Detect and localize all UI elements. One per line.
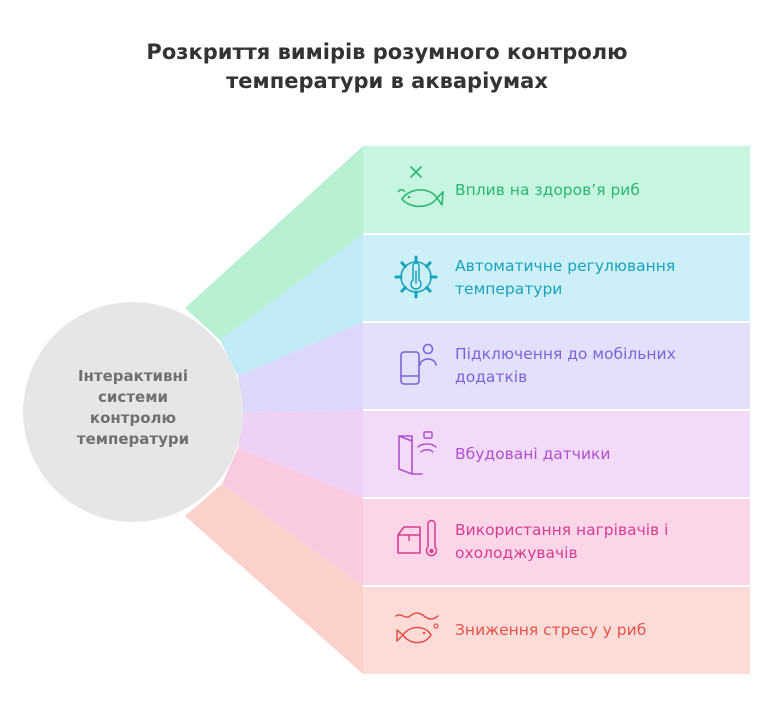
item-label: Вбудовані датчики bbox=[455, 443, 745, 466]
item-label-line: Використання нагрівачів і bbox=[455, 521, 669, 539]
connector-fan bbox=[185, 146, 363, 340]
title-line-1: Розкриття вимірів розумного контролю bbox=[146, 40, 628, 64]
hub-label-line-2: системи bbox=[98, 388, 168, 406]
item-label: Автоматичне регулювання температури bbox=[455, 255, 745, 301]
item-label: Підключення до мобільних додатків bbox=[455, 343, 745, 389]
connector-fans bbox=[185, 146, 363, 674]
item-label-line: Зниження стресу у риб bbox=[455, 620, 647, 639]
item-label: Зниження стресу у риб bbox=[455, 619, 745, 642]
connector-fan bbox=[222, 448, 363, 586]
item-label-line: Вбудовані датчики bbox=[455, 444, 611, 463]
item-label: Вплив на здоров’я риб bbox=[455, 179, 745, 202]
box-thermometer-icon bbox=[397, 519, 438, 557]
hub-label-line-3: контролю bbox=[89, 409, 177, 427]
item-band bbox=[363, 234, 750, 322]
phone-user-icon bbox=[400, 343, 437, 385]
item-label: Використання нагрівачів і охолоджувачів bbox=[455, 519, 745, 565]
item-label-line: температури bbox=[455, 280, 563, 298]
hub-label: Інтерактивні системи контролю температур… bbox=[38, 366, 228, 450]
item-label-line: охолоджувачів bbox=[455, 544, 578, 562]
connector-fan bbox=[238, 322, 363, 412]
item-bands bbox=[363, 146, 750, 674]
hub-circle bbox=[23, 302, 243, 522]
connector-fan bbox=[238, 410, 363, 498]
connector-fan bbox=[220, 234, 363, 376]
hub-label-line-4: температури bbox=[76, 430, 190, 448]
item-label-line: Вплив на здоров’я риб bbox=[455, 180, 640, 199]
fish-cross-icon bbox=[397, 166, 444, 208]
title-line-2: температури в акваріумах bbox=[226, 69, 548, 93]
hub-label-line-1: Інтерактивні bbox=[77, 367, 189, 385]
item-band bbox=[363, 322, 750, 410]
gear-thermometer-icon bbox=[394, 255, 438, 299]
item-label-line: додатків bbox=[455, 368, 528, 386]
item-band bbox=[363, 410, 750, 498]
connector-fan bbox=[185, 484, 363, 674]
fish-water-icon bbox=[395, 612, 439, 644]
item-label-line: Автоматичне регулювання bbox=[455, 257, 676, 275]
item-label-line: Підключення до мобільних bbox=[455, 345, 676, 363]
diagram-title: Розкриття вимірів розумного контролю тем… bbox=[0, 38, 774, 96]
item-icons bbox=[394, 166, 444, 644]
door-sensor-icon bbox=[398, 431, 437, 475]
